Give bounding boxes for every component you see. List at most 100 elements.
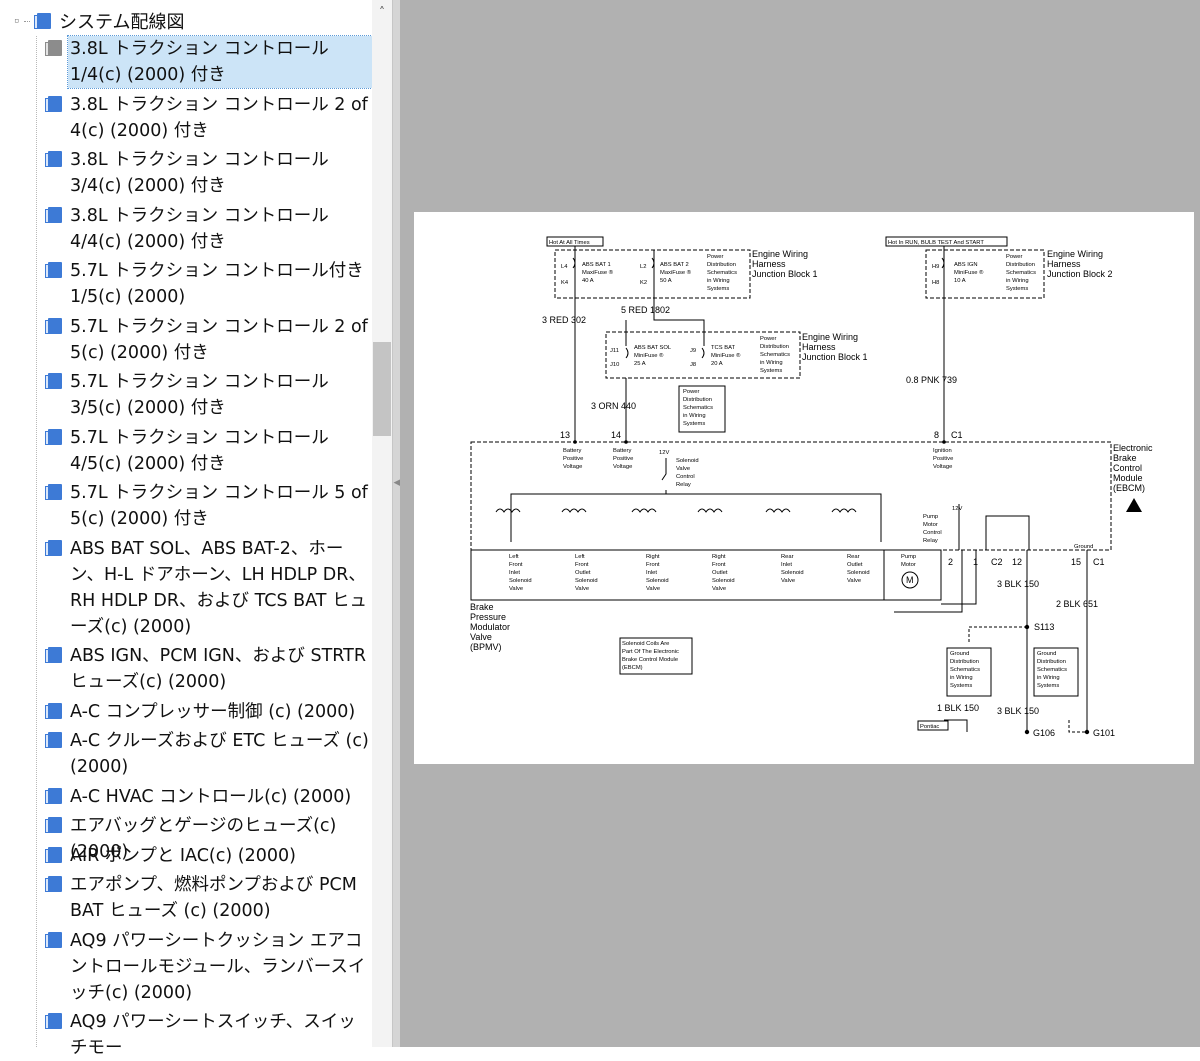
valve-3-l3: Inlet bbox=[646, 570, 657, 576]
tree-item[interactable]: 3.8L トラクション コントロール 2 of 4(c) (2000) 付き bbox=[44, 92, 372, 144]
tree-item[interactable]: A-C クルーズおよび ETC ヒューズ (c) (2000) bbox=[44, 728, 372, 780]
wiring-diagram-svg: Hot At All Times Hot In RUN, BULB TEST A… bbox=[470, 236, 1153, 738]
solenoid-note-box bbox=[619, 637, 693, 675]
ground-g101-point bbox=[1084, 729, 1090, 735]
document-view[interactable]: Hot At All Times Hot In RUN, BULB TEST A… bbox=[400, 0, 1200, 1047]
scrollbar-thumb[interactable] bbox=[373, 342, 391, 436]
wire-g101-branch bbox=[1068, 720, 1087, 733]
tree-item[interactable]: 3.8L トラクション コントロール 4/4(c) (2000) 付き bbox=[44, 203, 372, 255]
book-icon bbox=[44, 261, 64, 279]
tree-item[interactable]: AQ9 パワーシートスイッチ、スイッチモー bbox=[44, 1009, 372, 1061]
coil-rear-outlet bbox=[831, 508, 857, 513]
tree-root-node[interactable]: ▫ システム配線図 bbox=[14, 8, 184, 34]
valve-6-l3: Solenoid bbox=[847, 570, 870, 576]
ign-pos-l1: Ignition bbox=[933, 448, 952, 454]
coil-right-front-outlet bbox=[697, 508, 723, 513]
book-icon bbox=[44, 931, 64, 949]
valve-1-l3: Inlet bbox=[509, 570, 520, 576]
bat-pos-14-l2: Positive bbox=[613, 456, 633, 462]
tree-item[interactable]: エアバッグとゲージのヒューズ(c) (2000) bbox=[44, 813, 372, 865]
valve-3-l1: Right bbox=[646, 554, 660, 560]
pin-j8: J8 bbox=[690, 362, 696, 368]
fuse-abs-bat-sol-l1: ABS BAT SOL bbox=[634, 345, 672, 351]
jb1-top-line2: Harness bbox=[752, 259, 786, 269]
gd-b-l1: Ground bbox=[1037, 651, 1056, 657]
pdr-c-2: Distribution bbox=[760, 344, 789, 350]
book-icon bbox=[44, 150, 64, 168]
ground-dist-ref-box-a bbox=[946, 647, 992, 697]
pin-j9: J9 bbox=[690, 348, 696, 354]
ebcm-l1: Electronic bbox=[1113, 443, 1153, 453]
pin-l4: L4 bbox=[561, 264, 568, 270]
tree-item[interactable]: A-C コンプレッサー制御 (c) (2000) bbox=[44, 699, 372, 725]
voltage-12v-b: 12V bbox=[952, 506, 962, 512]
ebcm-l2: Brake bbox=[1113, 453, 1137, 463]
wire-red-1802 bbox=[653, 250, 705, 346]
pdr-c-5: Systems bbox=[760, 368, 782, 374]
valve-5-l2: Inlet bbox=[781, 562, 792, 568]
scroll-up-icon[interactable]: ˄ bbox=[379, 5, 385, 19]
ebcm-l4: Module bbox=[1113, 473, 1143, 483]
sol-note-l3: Brake Control Module bbox=[622, 657, 678, 663]
book-icon bbox=[44, 816, 64, 834]
book-icon bbox=[44, 731, 64, 749]
fuse-abs-bat1-l1: ABS BAT 1 bbox=[582, 262, 611, 268]
connector-1: 1 bbox=[973, 557, 978, 567]
tree-panel[interactable]: ▫ システム配線図 3.8L トラクション コントロール 1/4(c) (200… bbox=[0, 0, 392, 1058]
wire-label-pnk-739: 0.8 PNK 739 bbox=[906, 375, 957, 385]
book-icon bbox=[44, 39, 64, 57]
gd-a-l4: in Wiring bbox=[950, 675, 973, 681]
gd-a-l5: Systems bbox=[950, 683, 972, 689]
collapse-toggle[interactable]: ▫ bbox=[14, 16, 20, 26]
tree-item-label: エアポンプ、燃料ポンプおよび PCM BAT ヒューズ (c) (2000) bbox=[70, 875, 357, 921]
tree-item[interactable]: 5.7L トラクション コントロール 4/5(c) (2000) 付き bbox=[44, 425, 372, 477]
fuse-tcs-bat-l2: MiniFuse ® bbox=[711, 352, 741, 359]
tree-item[interactable]: AQ9 パワーシートクッション エアコントロールモジュール、ランバースイッチ(c… bbox=[44, 928, 372, 1006]
pdr-d-1: Power bbox=[683, 389, 700, 395]
pump-relay-loop bbox=[985, 515, 1030, 550]
tree-item[interactable]: 5.7L トラクション コントロール 5 of 5(c) (2000) 付き bbox=[44, 480, 372, 532]
tree-item[interactable]: AIR ポンプと IAC(c) (2000) bbox=[44, 843, 372, 869]
wire-s113-branch bbox=[968, 626, 1027, 642]
gd-b-l4: in Wiring bbox=[1037, 675, 1060, 681]
sol-note-l4: (EBCM) bbox=[622, 665, 643, 671]
fuse-tcs-bat-l3: 20 A bbox=[711, 361, 723, 367]
tree-item[interactable]: 5.7L トラクション コントロール 2 of 5(c) (2000) 付き bbox=[44, 314, 372, 366]
valve-1-l1: Left bbox=[509, 554, 519, 560]
vertical-scrollbar[interactable]: ˄ bbox=[372, 0, 392, 1047]
pdr-d-2: Distribution bbox=[683, 397, 712, 403]
bpmv-l3: Modulator bbox=[470, 622, 510, 632]
pdr-c-1: Power bbox=[760, 336, 777, 342]
book-icon bbox=[44, 646, 64, 664]
tree-item[interactable]: 5.7L トラクション コントロール付き 1/5(c) (2000) bbox=[44, 258, 372, 310]
jb1-top-line3: Junction Block 1 bbox=[752, 269, 818, 279]
connector-c2: C2 bbox=[991, 557, 1003, 567]
tree-item[interactable]: 3.8L トラクション コントロール 1/4(c) (2000) 付き bbox=[44, 35, 373, 89]
solenoid-bus bbox=[510, 490, 667, 542]
coil-left-front-inlet bbox=[495, 508, 521, 513]
gd-b-l2: Distribution bbox=[1037, 659, 1066, 665]
jb1-mid-line2: Harness bbox=[802, 342, 836, 352]
connector-8: 8 bbox=[934, 430, 939, 440]
connector-15: 15 bbox=[1071, 557, 1081, 567]
connector-c1-b: C1 bbox=[1093, 557, 1105, 567]
valve-2-l2: Front bbox=[575, 562, 589, 568]
tree-item[interactable]: ABS IGN、PCM IGN、および STRTR ヒューズ(c) (2000) bbox=[44, 643, 372, 695]
tree-item[interactable]: 5.7L トラクション コントロール 3/5(c) (2000) 付き bbox=[44, 369, 372, 421]
sol-relay-l2: Valve bbox=[676, 466, 690, 472]
tree-item[interactable]: エアポンプ、燃料ポンプおよび PCM BAT ヒューズ (c) (2000) bbox=[44, 872, 372, 924]
tree-item[interactable]: ABS BAT SOL、ABS BAT-2、ホーン、H-L ドアホーン、LH H… bbox=[44, 536, 372, 640]
esd-warning-icon bbox=[1126, 498, 1142, 512]
tree-item-label: 5.7L トラクション コントロール 2 of 5(c) (2000) 付き bbox=[70, 316, 368, 363]
tree-item[interactable]: A-C HVAC コントロール(c) (2000) bbox=[44, 784, 372, 810]
pdr-b-1: Power bbox=[1006, 254, 1023, 260]
ground-dist-ref-box-b bbox=[1033, 647, 1079, 697]
valve-3-l5: Valve bbox=[646, 586, 660, 592]
book-icon bbox=[44, 846, 64, 864]
jb2-line3: Junction Block 2 bbox=[1047, 269, 1113, 279]
fuse-abs-ign-l1: ABS IGN bbox=[954, 262, 978, 268]
pane-splitter[interactable]: ◀ bbox=[392, 0, 400, 1047]
collapse-pane-icon[interactable]: ◀ bbox=[393, 478, 401, 488]
wire-blk-150-b bbox=[944, 719, 968, 732]
tree-item[interactable]: 3.8L トラクション コントロール 3/4(c) (2000) 付き bbox=[44, 147, 372, 199]
